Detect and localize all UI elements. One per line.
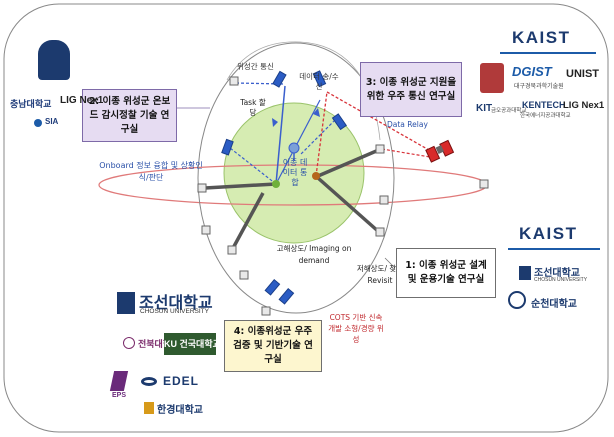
impact-green bbox=[272, 180, 280, 188]
earth-circle bbox=[223, 102, 365, 244]
lab-box-1: 1: 이종 위성군 설계 및 운용기술 연구실 bbox=[396, 248, 496, 298]
lab-box-4: 4: 이종위성군 우주 검증 및 기반기술 연구실 bbox=[224, 320, 322, 372]
uni-crest-icon bbox=[480, 63, 504, 93]
hankyong-icon bbox=[144, 402, 154, 414]
revisit-label: 저해상도/ 잦은 Revisit bbox=[356, 264, 404, 285]
logo-hankyong: 한경대학교 bbox=[157, 405, 203, 416]
lab-box-3: 3: 이종 위성군 지원을 위한 우주 통신 연구실 bbox=[360, 62, 462, 117]
logo-kaist-top: KAIST bbox=[512, 28, 571, 47]
onboard-label: Onboard 정보 융합 및 상황인식/판단 bbox=[99, 161, 203, 182]
logo-unist: UNIST bbox=[566, 68, 599, 80]
sat-small-7 bbox=[239, 270, 249, 280]
arrow-b bbox=[313, 108, 320, 117]
leader-box1 bbox=[384, 257, 396, 269]
sat-small-10 bbox=[379, 195, 389, 205]
arrow-a bbox=[272, 118, 278, 127]
sat-small-4 bbox=[375, 227, 385, 237]
logo-lignex1-left: LIG Nex1 bbox=[60, 95, 104, 106]
sia-icon bbox=[34, 119, 42, 127]
data-relay-label: Data Relay bbox=[387, 120, 428, 129]
chosun-icon-left bbox=[117, 292, 135, 314]
logo-ku: KU 건국대학교 bbox=[164, 333, 221, 355]
sat-blue-5 bbox=[221, 138, 234, 156]
beam-4 bbox=[299, 119, 336, 156]
link-left-center bbox=[204, 182, 277, 190]
gray-orbit-ellipse bbox=[197, 42, 395, 314]
logo-kit-sub: 금오공과대학교 bbox=[491, 108, 527, 114]
highres-label: 고해상도/ Imaging on demand bbox=[276, 244, 352, 265]
link-center-right bbox=[317, 147, 382, 178]
logo-chosun-right-sub: CHOSUN UNIVERSITY bbox=[534, 277, 588, 283]
kaist-underline-top bbox=[500, 52, 596, 54]
relay-satellite-icon bbox=[425, 139, 455, 163]
sat-small-3 bbox=[375, 144, 385, 154]
logo-chungnam: 충남대학교 bbox=[10, 99, 52, 109]
suncheon-emblem-icon bbox=[508, 291, 526, 309]
logo-eps: EPS bbox=[112, 392, 127, 399]
sat-small-1 bbox=[197, 183, 207, 193]
chosun-icon-right bbox=[519, 266, 531, 280]
logo-kit: KIT bbox=[476, 103, 493, 114]
data-tx-label: 데이터 송/수신 bbox=[299, 72, 339, 91]
lab-box-2: 2: 이종 위성군 온보드 감시정찰 기술 연구실 bbox=[82, 89, 177, 142]
isl-dashed bbox=[235, 82, 284, 85]
logo-edel: EDEL bbox=[163, 374, 200, 388]
logo-suncheon: 순천대학교 bbox=[531, 299, 577, 310]
logo-kaist-bottom: KAIST bbox=[519, 224, 578, 243]
beam-2 bbox=[275, 99, 321, 185]
kaist-underline-bottom bbox=[508, 248, 600, 250]
edel-infinity-icon bbox=[141, 377, 157, 386]
outer-frame bbox=[3, 3, 609, 433]
sat-small-5 bbox=[227, 245, 237, 255]
cots-label: COTS 기반 신속 개발 소형/경량 위성 bbox=[328, 313, 384, 344]
chungnam-emblem-icon bbox=[38, 40, 70, 80]
logo-kentech-sub: 한국에너지공과대학교 bbox=[520, 113, 571, 119]
logo-sia: SIA bbox=[45, 117, 59, 126]
sat-small-2 bbox=[479, 179, 489, 189]
red-link-1 bbox=[315, 91, 328, 177]
red-link-2 bbox=[326, 91, 437, 155]
sat-small-9 bbox=[261, 306, 271, 316]
sat-blue-3 bbox=[331, 113, 347, 131]
sat-small-8 bbox=[201, 225, 211, 235]
logo-jeonbuk: 전북대학교 bbox=[138, 339, 180, 349]
logo-lignex1-right: LIG Nex1 bbox=[563, 100, 605, 111]
center-label: 이종 데이터 통합 bbox=[282, 158, 308, 187]
logo-chosun-right: 조선대학교 bbox=[534, 268, 580, 279]
logo-dgist-sub: 대구경북과학기술원 bbox=[514, 84, 564, 90]
impact-brown bbox=[312, 172, 320, 180]
link-center-lowright bbox=[316, 176, 381, 234]
logo-chosun-left-sub: CHOSUN UNIVERSITY bbox=[140, 308, 209, 315]
task-label: Task 할당 bbox=[240, 98, 266, 117]
link-center-lowleft bbox=[230, 192, 265, 251]
jeonbuk-emblem-icon bbox=[123, 337, 135, 349]
sat-blue-4 bbox=[264, 279, 295, 305]
logo-chosun-left: 조선대학교 bbox=[139, 295, 213, 312]
dish-icon bbox=[288, 142, 300, 161]
isl-label: 위성간 통신 bbox=[237, 62, 274, 71]
sat-blue-2 bbox=[312, 70, 327, 88]
red-link-3 bbox=[381, 148, 437, 159]
sat-small-6 bbox=[229, 76, 239, 86]
logo-kentech: KENTECH bbox=[522, 100, 566, 110]
task-beam bbox=[275, 85, 286, 185]
sat-blue-1 bbox=[272, 70, 287, 88]
logo-dgist: DGIST bbox=[512, 64, 552, 79]
